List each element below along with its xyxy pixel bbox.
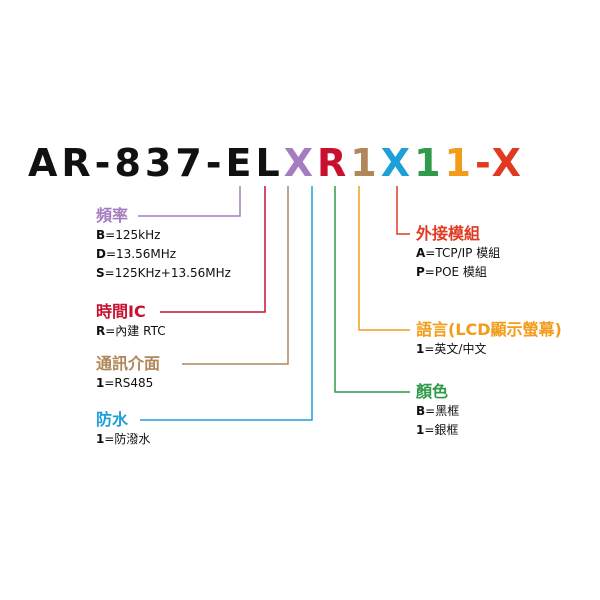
model-code-frequency: X	[283, 141, 318, 185]
frequency-title: 頻率	[96, 206, 129, 225]
interface-group: 通訊介面 1=RS485	[96, 354, 160, 393]
list-item: S=125KHz+13.56MHz	[96, 266, 231, 280]
model-code-waterproof: X	[380, 141, 415, 185]
waterproof-title: 防水	[96, 410, 129, 429]
list-item: R=內建 RTC	[96, 324, 166, 338]
list-item: 1=RS485	[96, 376, 154, 390]
module-group: 外接模組 A=TCP/IP 模組 P=POE 模組	[416, 224, 500, 282]
list-item: 1=英文/中文	[416, 342, 487, 356]
waterproof-group: 防水 1=防潑水	[96, 410, 150, 449]
list-item: 1=防潑水	[96, 432, 151, 446]
model-number: AR-837-ELXR1X11-X	[28, 140, 525, 186]
language-connector	[358, 186, 410, 331]
rtc-title: 時間IC	[96, 302, 146, 321]
language-title: 語言(LCD顯示螢幕)	[416, 320, 562, 339]
module-title: 外接模組	[416, 224, 481, 243]
frequency-group: 頻率 B=125kHz D=13.56MHz S=125KHz+13.56MHz	[96, 206, 231, 283]
model-code-color: 1	[414, 141, 445, 185]
list-item: 1=銀框	[416, 423, 459, 437]
list-item: D=13.56MHz	[96, 247, 177, 261]
frequency-connector	[138, 186, 241, 217]
list-item: P=POE 模組	[416, 265, 487, 279]
module-connector	[396, 186, 410, 235]
interface-connector	[182, 186, 289, 365]
model-prefix: AR-837-EL	[28, 141, 284, 185]
language-group: 語言(LCD顯示螢幕) 1=英文/中文	[416, 320, 562, 359]
list-item: B=125kHz	[96, 228, 161, 242]
interface-title: 通訊介面	[96, 354, 161, 373]
model-code-rtc: R	[317, 141, 351, 185]
model-code-interface: 1	[350, 141, 381, 185]
model-code-language: 1	[444, 141, 475, 185]
color-group: 顏色 B=黑框 1=銀框	[416, 382, 459, 440]
model-code-module: -X	[474, 141, 525, 185]
list-item: B=黑框	[416, 404, 460, 418]
color-connector	[334, 186, 410, 393]
rtc-connector	[160, 186, 266, 313]
list-item: A=TCP/IP 模組	[416, 246, 501, 260]
color-title: 顏色	[416, 382, 449, 401]
waterproof-connector	[140, 186, 313, 421]
rtc-group: 時間IC R=內建 RTC	[96, 302, 166, 341]
